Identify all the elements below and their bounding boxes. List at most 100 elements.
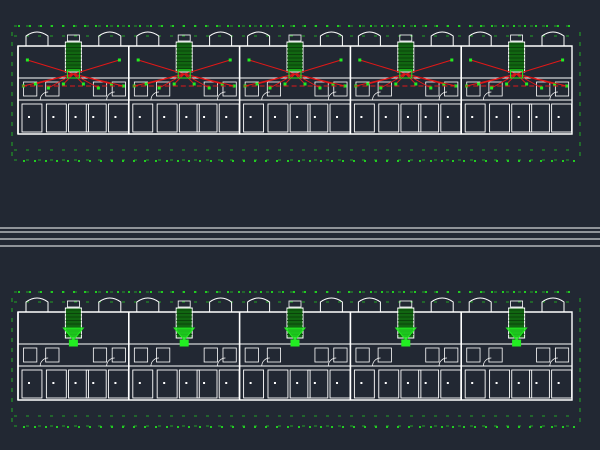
stair-landing (67, 300, 80, 308)
dimension-tick (155, 160, 157, 162)
balcony-bay (430, 297, 454, 312)
room-cell (464, 369, 486, 399)
dimension-tick (282, 25, 284, 27)
room-tag (203, 116, 206, 118)
electrical-outlet (255, 82, 259, 86)
dimension-tick (199, 160, 201, 162)
dimension-tick (144, 160, 146, 162)
balcony-bay (319, 297, 343, 312)
balcony-bay (468, 31, 492, 46)
dimension-tick (364, 426, 366, 428)
wiring-run (405, 73, 417, 85)
room-cell (377, 81, 392, 97)
dimension-tick (29, 291, 31, 293)
electrical-outlet (331, 82, 335, 86)
device-cluster (512, 339, 522, 347)
dimension-tick (535, 291, 537, 293)
room-tag (249, 382, 252, 384)
room-tag (185, 116, 188, 118)
door-swing (372, 91, 381, 101)
distribution-box (288, 69, 302, 79)
unit-block (349, 297, 462, 400)
dimension-tick (348, 291, 350, 293)
dimension-tick (513, 291, 515, 293)
room-cell (21, 103, 43, 133)
dimension-tick (381, 25, 383, 27)
dimension-tick (331, 160, 333, 162)
room-cell (377, 347, 392, 363)
room-cell (156, 103, 178, 133)
dimension-tick (117, 291, 119, 293)
dimension-tick (23, 426, 25, 428)
room-tag (557, 116, 560, 118)
wiring-run (395, 73, 407, 85)
door-swing (106, 357, 115, 367)
room-tag (495, 116, 498, 118)
dimension-tick (392, 25, 394, 27)
electrical-outlet (207, 86, 211, 90)
door-swing (217, 91, 226, 101)
room-cell (156, 81, 171, 97)
unit-block (17, 31, 129, 134)
room-cell (425, 347, 440, 363)
room-cell (440, 369, 462, 399)
balcony-bay (98, 297, 122, 312)
wiring-run (27, 59, 74, 75)
electrical-outlet (394, 82, 398, 86)
room-cell (355, 347, 370, 363)
dimension-tick (89, 160, 91, 162)
room-cell (23, 81, 38, 97)
dimension-tick (282, 291, 284, 293)
room-cell (329, 369, 351, 399)
electrical-outlet (144, 82, 148, 86)
room-cell (551, 369, 573, 399)
room-cell (244, 81, 259, 97)
room-cell (21, 369, 43, 399)
dimension-tick (304, 25, 306, 27)
electrical-outlet (339, 58, 343, 62)
dimension-tick (122, 160, 124, 162)
electrical-outlet (469, 58, 473, 62)
room-cell (267, 103, 289, 133)
dimension-tick (265, 426, 267, 428)
dimension-tick (183, 291, 185, 293)
door-swing (150, 91, 159, 101)
room-cell (307, 103, 329, 133)
wiring-run (294, 59, 342, 75)
room-cell (45, 369, 67, 399)
room-cell (355, 81, 370, 97)
dimension-tick (84, 291, 86, 293)
balcony-bay (319, 31, 343, 46)
room-cell (45, 81, 60, 97)
electrical-outlet (442, 82, 446, 86)
room-cell (133, 81, 149, 97)
dimension-tick (287, 160, 289, 162)
room-tag (114, 382, 117, 384)
wiring-run (516, 73, 527, 85)
dimension-tick (469, 25, 471, 27)
dimension-tick (568, 291, 570, 293)
dimension-tick (562, 160, 564, 162)
room-cell (107, 103, 129, 133)
device-cluster (505, 327, 528, 341)
room-tag (384, 116, 387, 118)
dimension-tick (216, 291, 218, 293)
wiring-run (269, 73, 296, 89)
room-cell (23, 347, 38, 363)
dimension-tick (320, 426, 322, 428)
stair-landing (177, 300, 191, 308)
dimension-tick (188, 160, 190, 162)
dimension-tick (227, 25, 229, 27)
wiring-run (63, 73, 74, 85)
stair-core (508, 41, 526, 73)
dimension-tick (40, 291, 42, 293)
dimension-tick (106, 291, 108, 293)
dimension-tick (507, 160, 509, 162)
dimension-tick (408, 426, 410, 428)
dimension-tick (293, 291, 295, 293)
room-cell (92, 81, 108, 97)
dimension-tick (375, 160, 377, 162)
dimension-tick (128, 25, 130, 27)
wiring-run (173, 73, 185, 85)
